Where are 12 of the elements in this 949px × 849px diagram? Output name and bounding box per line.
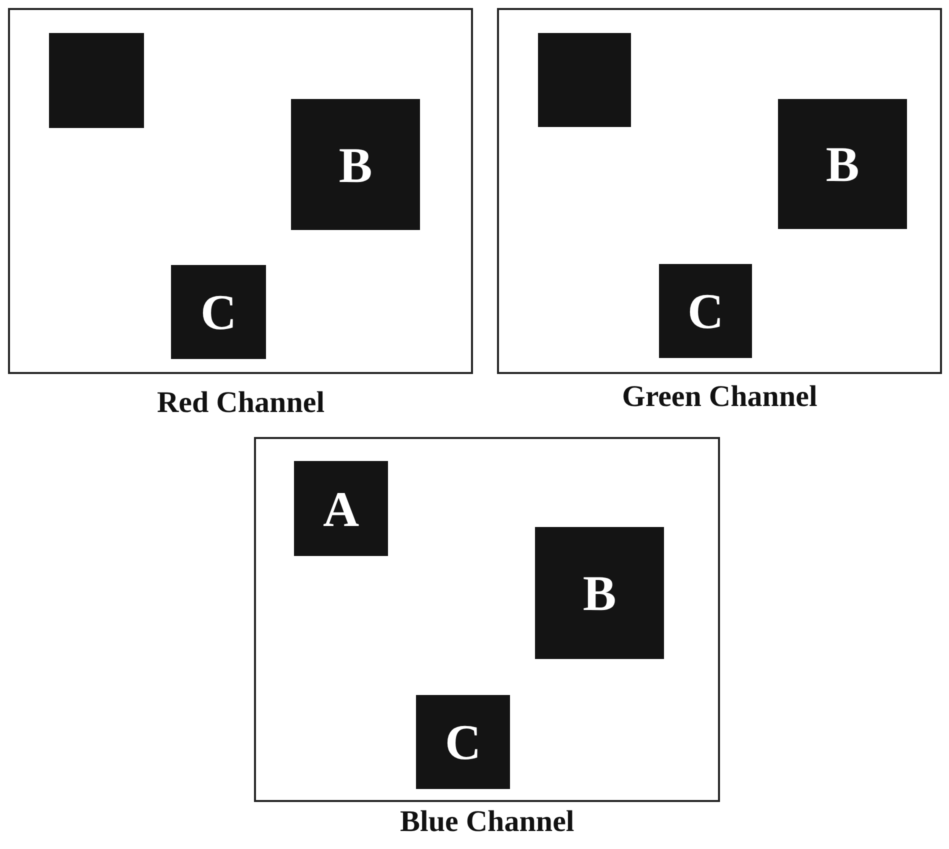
region-square: B (291, 99, 420, 230)
region-square: C (659, 264, 752, 358)
region-square (49, 33, 144, 128)
region-square: B (535, 527, 664, 659)
panel-caption: Green Channel (622, 380, 818, 414)
region-square: B (778, 99, 907, 229)
region-square: C (171, 265, 266, 359)
region-square: A (294, 461, 388, 556)
panel-caption: Blue Channel (400, 805, 574, 839)
region-square: C (416, 695, 510, 789)
region-square (538, 33, 631, 127)
panel-caption: Red Channel (157, 386, 325, 420)
